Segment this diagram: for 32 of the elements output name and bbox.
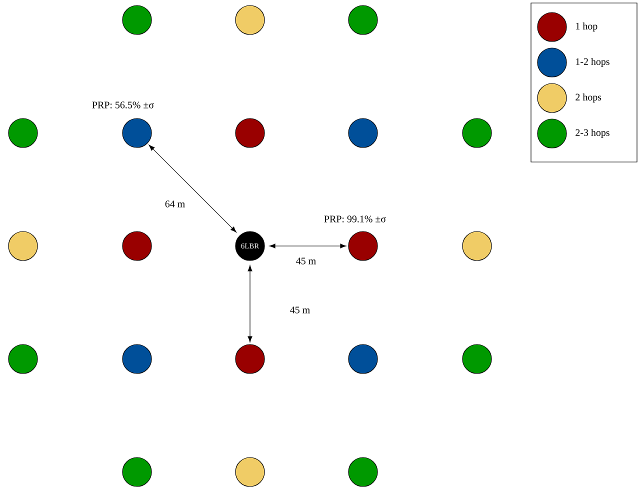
sensor-node [122,118,152,148]
legend-label: 1 hop [576,22,598,32]
sensor-node [235,118,265,148]
sensor-node [122,344,152,374]
sensor-node [122,5,152,35]
sensor-node [462,231,492,261]
sensor-node [235,457,265,487]
sensor-node [348,231,378,261]
legend-label: 2-3 hops [576,128,610,138]
arrow [269,244,346,248]
sensor-node [462,344,492,374]
arrow [148,144,236,232]
arrow [248,265,252,342]
edge-label: 45 m [290,306,310,314]
sensor-node [122,457,152,487]
legend-label: 2 hops [576,93,602,103]
sensor-node [348,118,378,148]
sensor-node [235,5,265,35]
sensor-node [122,231,152,261]
sensor-node [348,5,378,35]
sensor-node [348,457,378,487]
beside-label: PRP: 99.1% ±σ [324,216,386,222]
sensor-node [235,344,265,374]
legend-label: 1-2 hops [576,58,610,68]
sensor-node [8,118,38,148]
sensor-node [8,344,38,374]
edge-label: 45 m [296,258,316,264]
beside-label: PRP: 56.5% ±σ [92,102,154,108]
sensor-node [348,344,378,374]
edge-label: 64 m [165,200,185,208]
sensor-node [462,118,492,148]
sensor-node [8,231,38,261]
